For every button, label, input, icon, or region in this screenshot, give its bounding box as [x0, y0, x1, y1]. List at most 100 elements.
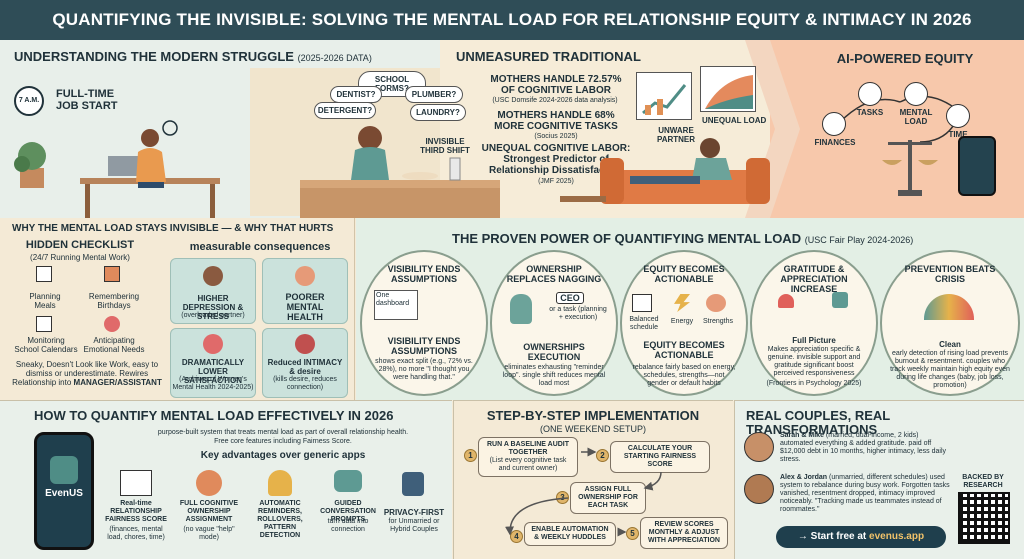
stat-72-source: (USC Domsife 2024-2026 data analysis) [492, 97, 618, 104]
feature-prompts-sub: turn data into connection [327, 518, 369, 533]
balanced-label: Balanced schedule [629, 316, 659, 331]
checklist-note-text: Sneaky, Doesn't Look like Work, easy to … [12, 360, 159, 387]
fairness-gauge-icon [120, 470, 152, 496]
checklist-title: HIDDEN CHECKLIST [25, 239, 135, 251]
backed-label: BACKED BY RESEARCH [962, 474, 1004, 489]
how-heading: HOW TO QUANTIFY MENTAL LOAD EFFECTIVELY … [34, 408, 394, 423]
unequal-load-label: UNEQUAL LOAD [702, 116, 767, 125]
bubble-detergent: DETERGENT? [314, 102, 376, 119]
ai-node-finances: FINANCES [814, 138, 856, 147]
bubble-dentist: DENTIST? [330, 86, 382, 103]
feature-fairness-sub: (finances, mental load, chores, time) [107, 526, 165, 541]
couples-heading: REAL COUPLES, REAL TRANSFORMATIONS [746, 408, 890, 437]
gratitude-title: GRATITUDE & APPRECIATION INCREASE [780, 264, 848, 294]
step-2-text: CALCULATE YOUR STARTING FAIRNESS SCORE [623, 445, 697, 468]
chat-icon [334, 470, 362, 492]
tasks-node-icon [858, 82, 882, 106]
checklist-item-birthdays: Remembering Birthdays [88, 292, 140, 310]
gratitude-text: Makes appreciation specific & genuine. i… [767, 346, 861, 377]
couple-1-story: Sarah & Mike (married, dual-income, 2 ki… [780, 432, 950, 464]
visibility-title: VISIBILITY ENDS ASSUMPTIONS [387, 264, 461, 284]
feature-prompts-title: GUIDED CONVERSATION PROMPTS [320, 500, 376, 523]
time-node-icon [946, 104, 970, 128]
strengths-label: Strengths [703, 318, 733, 325]
con-depression-title: HIGHER DEPRESSION & STRESS [182, 294, 244, 321]
prevention-text: early detection of rising load prevents … [890, 350, 1010, 389]
step-1: RUN A BASELINE AUDIT TOGETHER (List ever… [478, 437, 578, 477]
brain-icon [295, 266, 315, 286]
feature-privacy-sub: for Unmarried or Hybrid Couples [388, 518, 440, 533]
gratitude-source: (Frontiers in Psychology 2025) [766, 380, 862, 387]
couple-2-name: Alex & Jordan [780, 474, 828, 481]
app-name: EvenUS [45, 488, 83, 499]
ownership-person-icon [196, 470, 222, 496]
gratitude-subtitle: Full Picture [792, 336, 836, 345]
couple-1-name: Sarah & Mike [780, 432, 824, 439]
job-start-label: FULL-TIME JOB START [56, 88, 118, 112]
con-depression-sub: (overloaded partner) [181, 312, 245, 319]
ceo-sub: or a task (planning + execution) [549, 306, 607, 321]
energy-label: Energy [670, 318, 694, 325]
overwhelmed-mother-illustration [300, 126, 500, 218]
visibility-subtitle: VISIBILITY ENDS ASSUMPTIONS [387, 336, 461, 356]
step-5-text: REVIEW SCORES MONTHLY & ADJUST WITH APPR… [648, 521, 720, 544]
person-icon [510, 294, 532, 324]
balance-scale-icon [882, 140, 938, 196]
gift-icon [104, 266, 120, 282]
mental-load-node-icon [904, 82, 928, 106]
proven-circle-prevention [880, 250, 1020, 396]
steps-flow-arrows [505, 447, 662, 537]
bubble-plumber: PLUMBER? [405, 86, 463, 103]
equity-title: EQUITY BECOMES ACTIONABLE [643, 264, 725, 284]
proven-heading-text: THE PROVEN POWER OF QUANTIFYING MENTAL L… [452, 231, 802, 246]
ai-node-time: TIME [948, 130, 968, 139]
couple-1-avatar [744, 432, 774, 462]
cracked-heart-icon [295, 334, 315, 354]
proven-heading: THE PROVEN POWER OF QUANTIFYING MENTAL L… [452, 232, 913, 247]
cta-label[interactable]: → Start free at evenus.app [776, 531, 946, 542]
stat-unequal-a: UNEQUAL COGNITIVE LABOR: [481, 143, 631, 154]
measurable-heading: measurable consequences [189, 241, 331, 253]
cta-text: → Start free at [797, 531, 867, 542]
couple-2-story: Alex & Jordan (unmarried, different sche… [780, 474, 950, 514]
proven-source: (USC Fair Play 2024-2026) [804, 235, 914, 245]
why-heading: WHY THE MENTAL LOAD STAYS INVISIBLE — & … [12, 223, 334, 234]
bell-icon [268, 470, 292, 496]
ownership-subtitle: OWNERSHIPS EXECUTION [523, 342, 585, 362]
how-sub-2: Free core features including Fairness Sc… [214, 438, 352, 445]
ceo-badge: CEO [556, 292, 584, 304]
step-5-number: 5 [626, 527, 639, 540]
stat-68-source: (Socius 2025) [534, 133, 578, 140]
title-bar [0, 0, 1024, 40]
proven-circle-equity [620, 250, 748, 396]
step-4-text: ENABLE AUTOMATION & WEEKLY HUDDLES [531, 526, 609, 541]
checklist-item-emotional: Anticipating Emotional Needs [83, 336, 145, 354]
couple-1-text: (married, dual-income, 2 kids) automated… [780, 432, 947, 463]
ai-heading: AI-POWERED EQUITY [836, 51, 974, 66]
stat-unequal-source: (JMF 2025) [538, 178, 574, 185]
step-1-sub: (List every cognitive task and current o… [489, 457, 567, 472]
step-3-text: ASSIGN FULL OWNERSHIP for each task [578, 486, 638, 509]
phone-mockup [34, 432, 94, 550]
con-satisfaction-title: DRAMATICALLY LOWER SATISFACTION [181, 358, 245, 385]
thumbs-up-icon [832, 292, 848, 308]
calendar-schedule-icon [632, 294, 652, 312]
dashboard-label: One dashboard [376, 292, 410, 307]
step-5: REVIEW SCORES MONTHLY & ADJUST WITH APPR… [640, 517, 728, 549]
cta-link[interactable]: evenus.app [869, 531, 925, 542]
bubble-laundry: LAUNDRY? [410, 104, 466, 121]
equity-subtitle: EQUITY BECOMES ACTIONABLE [643, 340, 725, 360]
step-3: ASSIGN FULL OWNERSHIP for each task [570, 482, 646, 514]
strength-brain-icon [706, 294, 726, 312]
couch-partner-illustration [560, 138, 770, 204]
advantages-heading: Key advantages over generic apps [200, 450, 366, 461]
step-4: ENABLE AUTOMATION & WEEKLY HUDDLES [524, 522, 616, 546]
cta-button[interactable] [776, 526, 946, 548]
ai-node-tasks: TASKS [856, 108, 884, 117]
ownership-text: eliminates exhausting "reminder loop". s… [502, 364, 606, 387]
evenus-logo-icon [50, 456, 78, 484]
checklist-note-bold: MANAGER/ASSISTANT [73, 378, 162, 387]
school-calendar-icon [36, 316, 52, 332]
finances-node-icon [822, 112, 846, 136]
equity-text: rebalance fairly based on energy, schedu… [632, 364, 736, 387]
